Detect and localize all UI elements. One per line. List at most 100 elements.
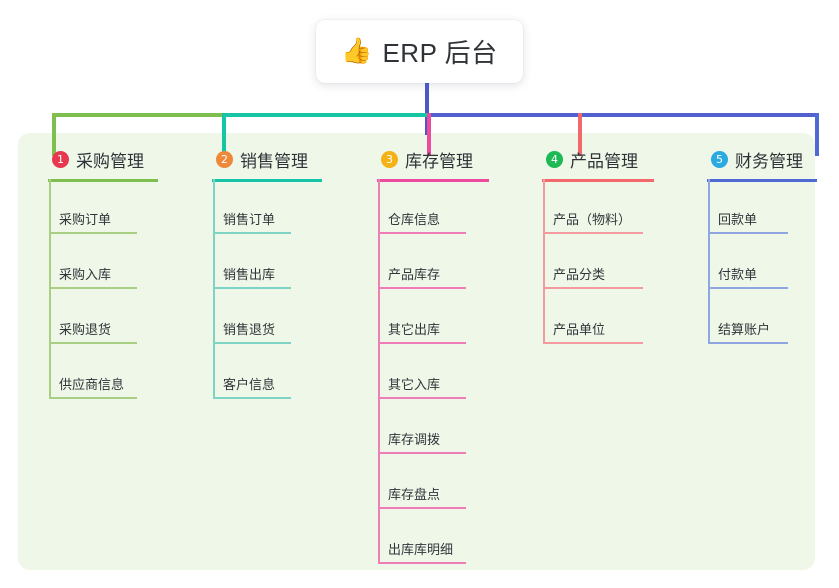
branch-leaf-label: 其它入库: [388, 377, 441, 392]
branch-leaf-label: 采购订单: [59, 212, 112, 227]
branch-header-5[interactable]: 5 财务管理: [695, 140, 803, 178]
branch-column-2: 2 销售管理销售订单销售出库销售退货客户信息: [200, 140, 322, 399]
branch-leaf-label: 其它出库: [388, 322, 441, 337]
branch-leaf-item[interactable]: 销售订单: [213, 204, 291, 234]
branch-leaf-item[interactable]: 产品单位: [543, 314, 643, 344]
branch-leaf-rule: [49, 287, 137, 289]
branch-leaf-label: 出库库明细: [388, 542, 454, 557]
branch-leaf-rule: [708, 232, 788, 234]
branch-leaf-label: 采购入库: [59, 267, 112, 282]
branch-leaf-rule: [543, 287, 643, 289]
branch-trunk-line: [49, 179, 51, 399]
branch-leaf-rule: [378, 287, 466, 289]
branch-leaf-item[interactable]: 采购入库: [49, 259, 137, 289]
branch-leaf-rule: [378, 562, 466, 564]
branch-number-badge: 1: [52, 150, 69, 168]
branch-leaf-label: 销售订单: [223, 212, 276, 227]
branch-header-1[interactable]: 1 采购管理: [36, 140, 144, 178]
root-node-title: ERP 后台: [382, 38, 498, 68]
branch-header-rule: [542, 179, 654, 182]
branch-leaf-rule: [213, 287, 291, 289]
branch-leaf-rule: [708, 342, 788, 344]
connector-drop-3: [427, 113, 431, 156]
branch-leaf-label: 客户信息: [223, 377, 276, 392]
branch-trunk-line: [213, 179, 215, 399]
branch-leaf-item[interactable]: 回款单: [708, 204, 788, 234]
connector-drop-4: [578, 113, 582, 156]
branch-trunk-line: [708, 179, 710, 344]
branch-leaf-rule: [378, 507, 466, 509]
branch-leaf-label: 产品库存: [388, 267, 441, 282]
branch-column-5: 5 财务管理回款单付款单结算账户: [695, 140, 817, 344]
root-node-content: 👍 ERP 后台: [341, 33, 497, 70]
branch-leaf-item[interactable]: 库存盘点: [378, 479, 466, 509]
branch-leaf-rule: [213, 397, 291, 399]
branch-leaf-rule: [49, 232, 137, 234]
branch-leaf-label: 产品分类: [553, 267, 606, 282]
branch-leaf-item[interactable]: 产品（物料）: [543, 204, 643, 234]
branch-leaf-rule: [213, 232, 291, 234]
connector-drop-5: [815, 113, 819, 156]
branch-header-4[interactable]: 4 产品管理: [530, 140, 638, 178]
branch-column-3: 3 库存管理仓库信息产品库存其它出库其它入库库存调拨库存盘点出库库明细: [365, 140, 489, 564]
branch-leaf-item[interactable]: 客户信息: [213, 369, 291, 399]
branch-leaf-rule: [378, 232, 466, 234]
branch-leaf-label: 库存盘点: [388, 487, 441, 502]
branch-leaf-item[interactable]: 其它入库: [378, 369, 466, 399]
branch-title: 采购管理: [76, 151, 144, 171]
branch-leaf-item[interactable]: 付款单: [708, 259, 788, 289]
branch-header-rule: [707, 179, 817, 182]
branch-leaf-item[interactable]: 库存调拨: [378, 424, 466, 454]
branch-leaf-rule: [543, 232, 643, 234]
branch-leaf-item[interactable]: 产品库存: [378, 259, 466, 289]
branch-number-badge: 3: [381, 150, 398, 168]
branch-header-rule: [212, 179, 322, 182]
branch-title: 产品管理: [570, 151, 638, 171]
branch-leaf-label: 产品单位: [553, 322, 606, 337]
root-node[interactable]: 👍 ERP 后台: [316, 20, 523, 83]
branch-number-badge: 2: [216, 150, 233, 168]
branch-title: 财务管理: [735, 151, 803, 171]
branch-leaf-label: 采购退货: [59, 322, 112, 337]
branch-number-badge: 4: [546, 150, 563, 168]
connector-bus-middle: [222, 113, 427, 117]
branch-leaf-rule: [378, 342, 466, 344]
branch-leaf-item[interactable]: 结算账户: [708, 314, 788, 344]
branch-leaf-rule: [708, 287, 788, 289]
branch-leaf-item[interactable]: 供应商信息: [49, 369, 137, 399]
connector-bus-left: [52, 113, 222, 117]
branch-leaf-item[interactable]: 产品分类: [543, 259, 643, 289]
branch-leaf-item[interactable]: 销售退货: [213, 314, 291, 344]
branch-leaf-label: 销售退货: [223, 322, 276, 337]
branch-leaf-rule: [378, 452, 466, 454]
branch-leaf-item[interactable]: 出库库明细: [378, 534, 466, 564]
branch-leaf-label: 结算账户: [718, 322, 771, 337]
branch-leaf-label: 付款单: [718, 267, 758, 282]
branch-leaf-rule: [543, 342, 643, 344]
connector-drop-1: [52, 113, 56, 156]
branch-trunk-line: [378, 179, 380, 564]
branch-header-rule: [48, 179, 158, 182]
branch-leaf-rule: [378, 397, 466, 399]
branch-number-badge: 5: [711, 150, 728, 168]
branch-leaf-item[interactable]: 采购订单: [49, 204, 137, 234]
branch-leaf-rule: [213, 342, 291, 344]
branch-leaf-item[interactable]: 采购退货: [49, 314, 137, 344]
branch-header-rule: [377, 179, 489, 182]
branches-panel: [18, 133, 815, 570]
branch-leaf-label: 仓库信息: [388, 212, 441, 227]
connector-bus-right: [427, 113, 819, 117]
branch-leaf-item[interactable]: 销售出库: [213, 259, 291, 289]
branch-leaf-item[interactable]: 仓库信息: [378, 204, 466, 234]
branch-title: 库存管理: [405, 151, 473, 171]
branch-leaf-rule: [49, 342, 137, 344]
branch-title: 销售管理: [240, 151, 308, 171]
thumbs-up-icon: 👍: [341, 37, 373, 65]
branch-leaf-item[interactable]: 其它出库: [378, 314, 466, 344]
branch-header-2[interactable]: 2 销售管理: [200, 140, 308, 178]
branch-leaf-label: 库存调拨: [388, 432, 441, 447]
branch-leaf-label: 供应商信息: [59, 377, 125, 392]
branch-header-3[interactable]: 3 库存管理: [365, 140, 473, 178]
branch-leaf-rule: [49, 397, 137, 399]
